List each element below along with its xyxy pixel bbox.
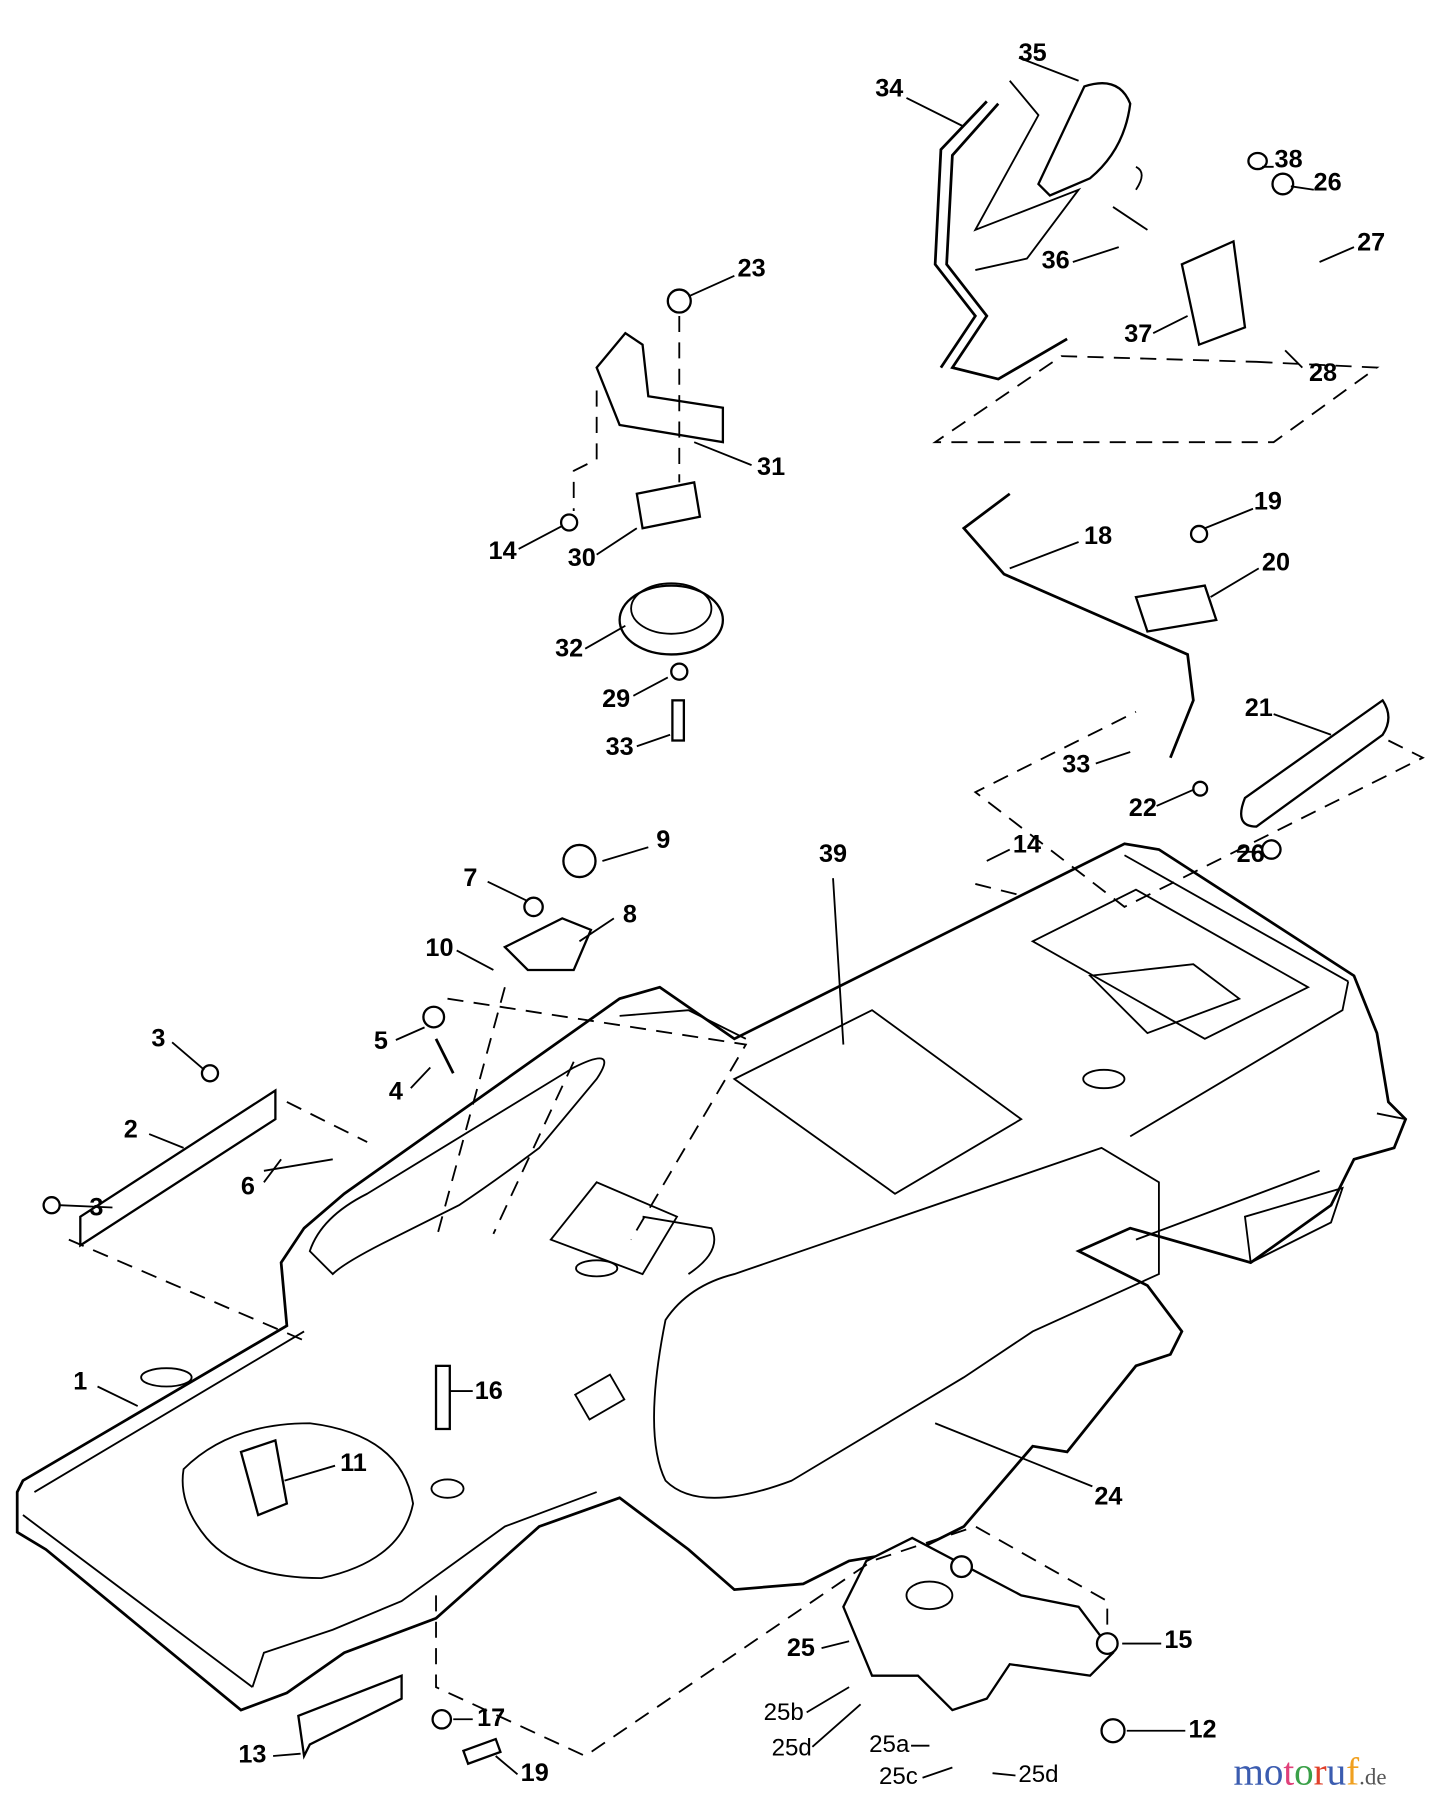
callout-25c: 25c bbox=[879, 1763, 918, 1790]
callout-35: 35 bbox=[1019, 39, 1047, 67]
watermark-letter: r bbox=[1314, 1751, 1327, 1794]
callout-25a: 25a bbox=[869, 1731, 910, 1758]
callout-4: 4 bbox=[389, 1077, 403, 1105]
leader-lines bbox=[59, 56, 1355, 1779]
callout-39: 39 bbox=[819, 840, 847, 868]
callout-14: 14 bbox=[489, 537, 517, 565]
callout-26: 26 bbox=[1314, 169, 1342, 197]
pulley-assembly bbox=[559, 288, 725, 742]
callout-25b: 25b bbox=[764, 1699, 804, 1726]
watermark-logo: motoruf.de bbox=[1233, 1751, 1386, 1794]
callout-7: 7 bbox=[463, 864, 477, 892]
callout-34: 34 bbox=[875, 75, 903, 103]
callout-19: 19 bbox=[1254, 488, 1282, 516]
watermark-letter: t bbox=[1283, 1751, 1294, 1794]
callout-36: 36 bbox=[1042, 247, 1070, 275]
callout-25: 25 bbox=[787, 1634, 815, 1662]
callout-25d: 25d bbox=[772, 1734, 812, 1761]
callout-13: 13 bbox=[238, 1741, 266, 1769]
callout-3: 3 bbox=[151, 1025, 165, 1053]
callout-27: 27 bbox=[1357, 228, 1385, 256]
callout-30: 30 bbox=[568, 544, 596, 572]
callout-3: 3 bbox=[89, 1193, 103, 1221]
callout-14: 14 bbox=[1013, 831, 1041, 859]
watermark-letter: u bbox=[1327, 1751, 1347, 1794]
callout-2: 2 bbox=[124, 1115, 138, 1143]
watermark-suffix: .de bbox=[1359, 1765, 1386, 1790]
watermark-letter: o bbox=[1264, 1751, 1284, 1794]
callout-33: 33 bbox=[606, 733, 634, 761]
callout-8: 8 bbox=[623, 901, 637, 929]
small-hardware bbox=[42, 843, 1126, 1766]
callout-33: 33 bbox=[1062, 750, 1090, 778]
callout-16: 16 bbox=[475, 1377, 503, 1405]
callout-25d: 25d bbox=[1018, 1761, 1058, 1788]
callout-29: 29 bbox=[602, 685, 630, 713]
callout-1: 1 bbox=[73, 1368, 87, 1396]
callout-6: 6 bbox=[241, 1173, 255, 1201]
callout-17: 17 bbox=[477, 1704, 505, 1732]
callout-19: 19 bbox=[521, 1759, 549, 1787]
control-lever bbox=[933, 80, 1132, 381]
chassis-frame bbox=[15, 842, 1408, 1712]
callout-18: 18 bbox=[1084, 522, 1112, 550]
callout-12: 12 bbox=[1188, 1715, 1216, 1743]
callout-22: 22 bbox=[1129, 794, 1157, 822]
watermark-letter: f bbox=[1346, 1751, 1359, 1794]
callout-21: 21 bbox=[1245, 694, 1273, 722]
callout-5: 5 bbox=[374, 1027, 388, 1055]
callout-10: 10 bbox=[425, 934, 453, 962]
callout-28: 28 bbox=[1309, 359, 1337, 387]
callout-31: 31 bbox=[757, 453, 785, 481]
callout-37: 37 bbox=[1124, 320, 1152, 348]
lever-bracket bbox=[932, 151, 1380, 444]
callout-20: 20 bbox=[1262, 548, 1290, 576]
callout-32: 32 bbox=[555, 635, 583, 663]
callout-26: 26 bbox=[1237, 840, 1265, 868]
callout-23: 23 bbox=[738, 255, 766, 283]
callout-38: 38 bbox=[1275, 146, 1303, 174]
watermark-letter: o bbox=[1294, 1751, 1314, 1794]
linkage-rod bbox=[961, 492, 1425, 908]
callout-labels: 35 34 38 26 36 27 37 28 23 31 14 30 19 1… bbox=[73, 39, 1385, 1790]
callout-15: 15 bbox=[1164, 1626, 1192, 1654]
callout-11: 11 bbox=[340, 1449, 367, 1477]
callout-9: 9 bbox=[656, 826, 670, 854]
callout-24: 24 bbox=[1094, 1482, 1122, 1510]
watermark-letter: m bbox=[1233, 1751, 1263, 1794]
